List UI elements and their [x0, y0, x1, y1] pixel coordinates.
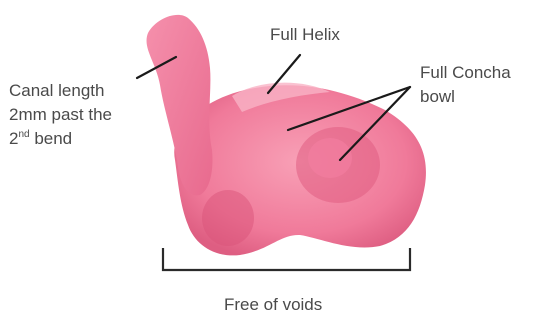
concha-bowl-highlight [308, 138, 352, 178]
free-of-voids-label: Free of voids [224, 293, 322, 317]
concha-label-line-1: Full Concha [420, 61, 511, 85]
canal-label-line-3: 2nd bend [9, 127, 112, 151]
canal-label-ordinal-suffix: nd [18, 129, 29, 140]
full-concha-bowl-label: Full Concha bowl [420, 61, 511, 109]
concha-label-line-2: bowl [420, 85, 511, 109]
lower-hollow [202, 190, 254, 246]
canal-label-bend: bend [30, 129, 73, 148]
full-helix-label: Full Helix [270, 23, 340, 47]
canal-length-label: Canal length 2mm past the 2nd bend [9, 79, 112, 151]
voids-bracket [163, 248, 410, 270]
canal-protrusion [147, 15, 213, 196]
canal-label-line-1: Canal length [9, 79, 112, 103]
canal-label-line-2: 2mm past the [9, 103, 112, 127]
